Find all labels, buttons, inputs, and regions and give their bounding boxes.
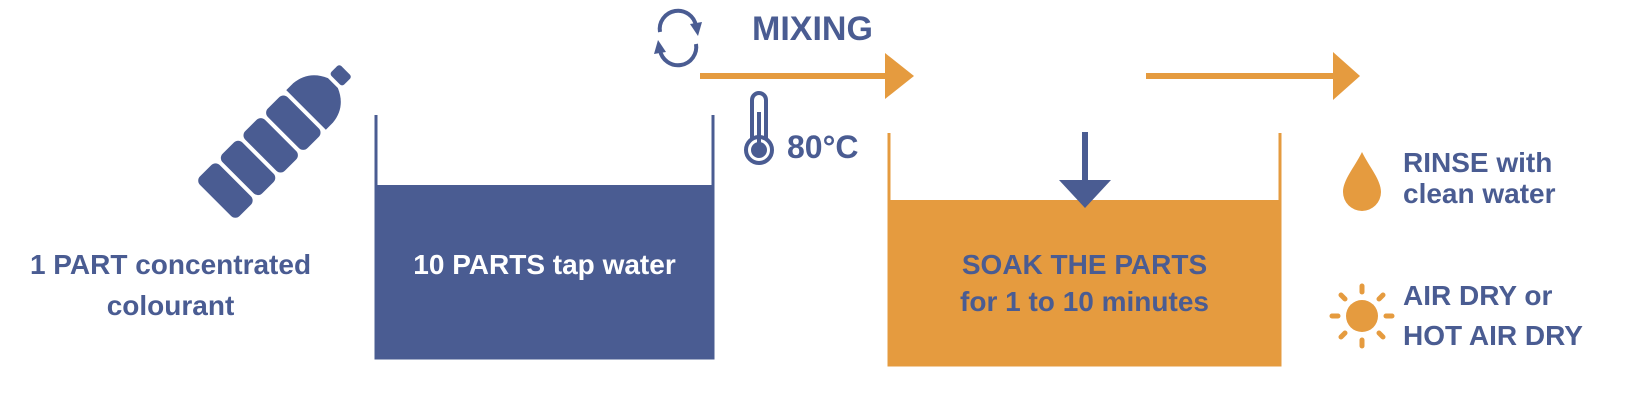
tank2-label-line2: for 1 to 10 minutes	[960, 286, 1209, 317]
rinse-label-line2: clean water	[1403, 178, 1556, 209]
arrow-to-soak	[700, 53, 914, 99]
temperature-label: 80°C	[787, 129, 859, 165]
rinse-label-line1: RINSE with	[1403, 147, 1553, 178]
tank-2-water	[889, 200, 1280, 365]
tank2-label-line1: SOAK THE PARTS	[961, 249, 1208, 280]
thermometer-icon	[744, 91, 774, 165]
tank-2	[887, 133, 1282, 367]
dry-label-line1: AIR DRY or	[1403, 280, 1553, 311]
arrow-to-finish	[1146, 52, 1360, 100]
tank1-label: 10 PARTS tap water	[413, 249, 676, 280]
bottle-icon	[198, 65, 351, 218]
sun-icon	[1329, 283, 1395, 349]
mixing-label: MIXING	[752, 10, 873, 48]
arrow-down-into-tank	[1059, 132, 1111, 208]
dry-label-line2: HOT AIR DRY	[1403, 320, 1583, 351]
step1-label-line2: colourant	[106, 290, 235, 321]
step1-label-line1: 1 PART concentrated	[29, 249, 312, 280]
tank-1	[374, 115, 715, 360]
mixing-cycle-icon	[654, 8, 702, 68]
water-drop-icon	[1343, 152, 1381, 211]
tank-1-water	[376, 185, 713, 358]
